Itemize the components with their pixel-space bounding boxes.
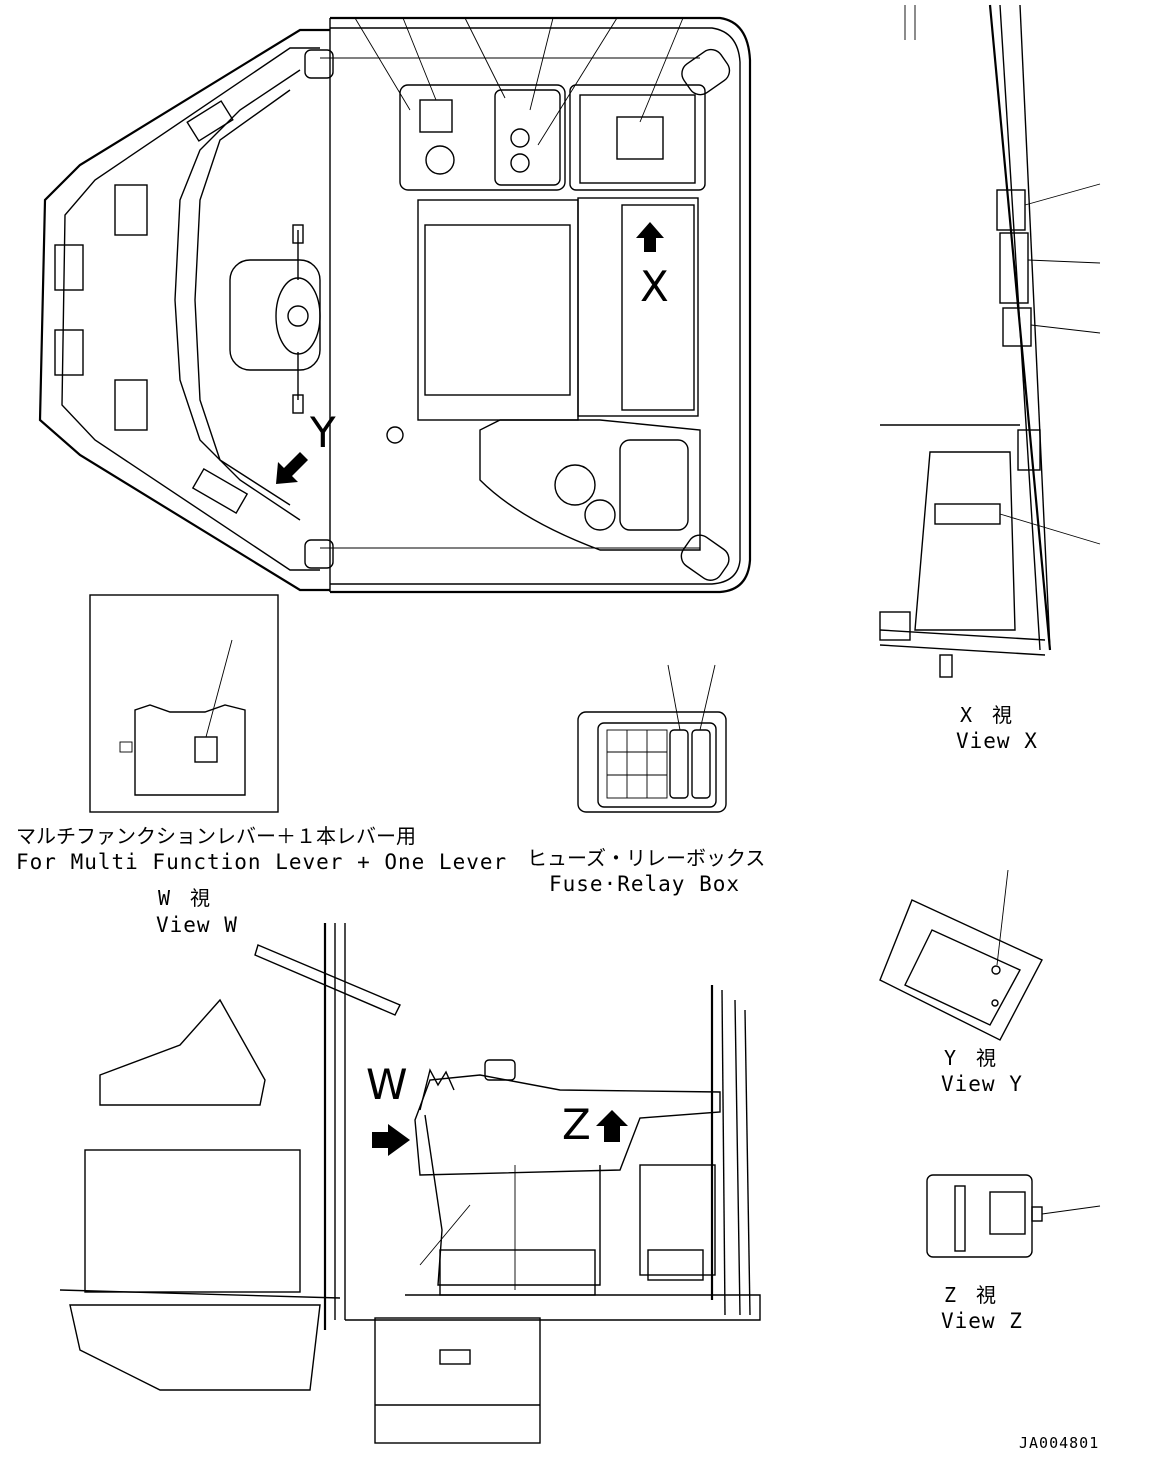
fuse-relay-box-drawing	[577, 664, 727, 813]
view-w-drawing	[89, 594, 279, 813]
view-y-title-en: View Y	[941, 1072, 1023, 1096]
fuse-box-title-en: Fuse·Relay Box	[549, 872, 741, 896]
view-z-drawing	[926, 1174, 1101, 1258]
document-number: JA004801	[1019, 1434, 1100, 1452]
top-view-cab	[38, 16, 752, 594]
side-view-cab	[59, 923, 761, 1444]
view-y-title-jp: Y 視	[944, 1046, 997, 1070]
view-w-title-en: View W	[156, 913, 238, 937]
view-w-note-jp: マルチファンクションレバー＋１本レバー用	[16, 824, 416, 848]
view-w-note-en: For Multi Function Lever + One Lever	[16, 850, 508, 874]
view-z-title-en: View Z	[941, 1309, 1023, 1333]
view-x-drawing	[879, 4, 1101, 678]
fuse-box-title-jp: ヒューズ・リレーボックス	[527, 846, 766, 870]
view-w-title-jp: W 視	[158, 886, 211, 910]
view-y-drawing	[879, 869, 1043, 1041]
view-z-title-jp: Z 視	[944, 1283, 997, 1307]
side-view-w-marker: W	[366, 1060, 408, 1109]
view-x-title-jp: X 視	[960, 703, 1013, 727]
side-view-z-marker: Z	[562, 1100, 591, 1149]
view-y-marker: Y	[310, 408, 336, 457]
view-x-title-en: View X	[956, 729, 1038, 753]
view-x-marker: X	[640, 262, 669, 311]
